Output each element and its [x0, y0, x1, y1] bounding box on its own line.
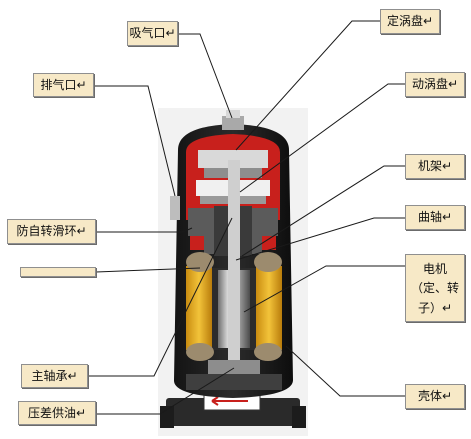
oil-sump	[186, 374, 282, 390]
base-plate	[166, 398, 300, 426]
leader-shell	[285, 345, 405, 397]
leader-suction	[178, 33, 233, 119]
frame-red-right	[262, 236, 276, 250]
label-motor-line2: （定、转	[410, 281, 459, 296]
suction-nozzle	[222, 116, 244, 130]
leader-oil-supply	[96, 367, 235, 415]
leader-crankshaft	[235, 217, 405, 261]
motor-stator-left	[186, 266, 212, 350]
label-fixed-scroll: 定涡盘↵	[380, 9, 440, 34]
label-anti-rotation-ring: 防自转滑环↵	[7, 219, 96, 244]
motor-stator-right	[256, 266, 282, 350]
crankshaft-part	[228, 160, 240, 374]
label-suction-port: 吸气口↵	[127, 21, 178, 46]
label-frame: 机架↵	[405, 154, 465, 179]
label-differential-oil-supply: 压差供油↵	[18, 401, 96, 425]
discharge-nozzle	[170, 196, 180, 220]
leader-fixed-scroll	[235, 20, 380, 151]
leader-anti-rotation	[96, 227, 193, 233]
frame-red-left	[190, 236, 204, 250]
winding-bottom-right	[254, 343, 282, 361]
base-arrow	[211, 396, 248, 406]
winding-top-right	[254, 252, 282, 272]
leader-blank-box	[95, 267, 201, 273]
label-discharge-port: 排气口↵	[33, 73, 94, 97]
leader-motor	[243, 265, 405, 313]
label-shell: 壳体↵	[405, 384, 465, 409]
label-motor-line3: 子）↵	[417, 300, 453, 315]
leader-lines	[88, 20, 405, 415]
base-foot-right	[292, 406, 306, 428]
fixed-scroll-part	[198, 150, 268, 168]
lower-bearing	[208, 360, 260, 374]
leader-discharge	[94, 85, 176, 197]
winding-bottom-left	[186, 343, 214, 361]
leader-frame	[241, 165, 405, 257]
suction-nozzle-cap	[226, 110, 240, 118]
leader-main-bearing	[88, 217, 233, 377]
label-orbiting-scroll: 动涡盘↵	[405, 72, 465, 97]
label-blank-box	[20, 267, 96, 277]
label-motor-line1: 电机	[422, 262, 447, 277]
leader-orbiting-scroll	[239, 83, 405, 193]
label-main-bearing: 主轴承↵	[21, 364, 88, 388]
label-motor: 电机 （定、转 子）↵	[405, 254, 465, 322]
label-crankshaft: 曲轴↵	[405, 205, 465, 230]
winding-top-left	[186, 252, 214, 272]
